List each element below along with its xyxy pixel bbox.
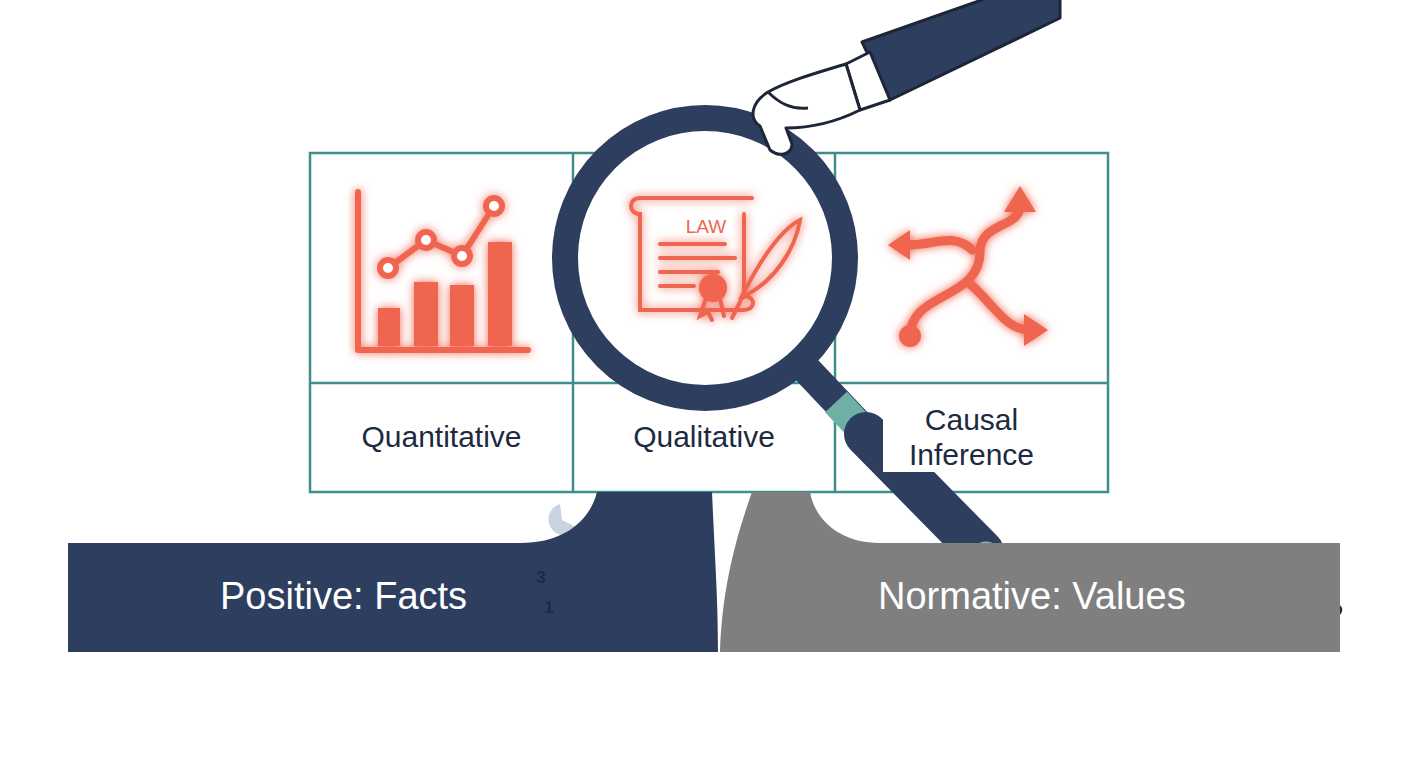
drawing-part bbox=[450, 285, 474, 346]
chart-icon bbox=[358, 192, 528, 350]
cell-label: Qualitative bbox=[629, 420, 779, 455]
drawing-part bbox=[380, 260, 396, 276]
band-shape bbox=[718, 492, 1340, 652]
band-title: Normative: Values bbox=[878, 576, 1186, 618]
band-fill bbox=[68, 492, 718, 652]
drawing-part bbox=[740, 220, 800, 300]
drawing-part bbox=[454, 248, 470, 264]
drawing-part bbox=[488, 242, 512, 346]
cell-label: Quantitative bbox=[357, 420, 525, 455]
cell-label: Causal Inference bbox=[883, 403, 1061, 472]
drawing-part bbox=[660, 284, 694, 288]
drawing-part bbox=[378, 308, 400, 346]
drawing-part bbox=[701, 276, 725, 300]
band-shape bbox=[68, 492, 720, 652]
drawing-part bbox=[1024, 314, 1048, 346]
drawing-part bbox=[862, 0, 1060, 100]
drawing-part bbox=[388, 206, 494, 268]
drawing-part bbox=[418, 232, 434, 248]
value-band: Normative: Values bbox=[718, 492, 1340, 652]
drawing-part bbox=[414, 282, 438, 346]
band-fill bbox=[720, 492, 1340, 652]
table-cell: Causal Inference bbox=[835, 383, 1108, 492]
drawing-part bbox=[660, 242, 725, 246]
table-cell: Qualitative bbox=[573, 383, 835, 492]
drawing-part bbox=[660, 270, 718, 274]
callout-number: 3 bbox=[536, 569, 545, 586]
drawing-part bbox=[753, 64, 860, 154]
drawing-part bbox=[732, 302, 740, 318]
drawing-part bbox=[660, 256, 735, 260]
drawing-part bbox=[565, 118, 845, 398]
law-scroll-icon bbox=[631, 198, 800, 320]
icon-text: LAW bbox=[686, 217, 726, 236]
drawing-part bbox=[486, 198, 502, 214]
drawing-part bbox=[906, 240, 972, 250]
drawing-part bbox=[888, 230, 910, 260]
drawing-part bbox=[968, 282, 1030, 330]
drawing-part bbox=[768, 92, 808, 108]
band-title: Positive: Facts bbox=[220, 576, 467, 618]
causal-arrows-icon bbox=[888, 186, 1048, 347]
fact-band: Positive: Facts bbox=[68, 492, 720, 652]
drawing-part bbox=[631, 198, 753, 310]
drawing-part bbox=[1004, 186, 1036, 212]
drawing-part bbox=[358, 192, 528, 350]
callout-number: 1 bbox=[544, 599, 553, 616]
hand bbox=[753, 0, 1060, 154]
drawing-part bbox=[700, 298, 724, 320]
table-cell: Quantitative bbox=[310, 383, 573, 492]
